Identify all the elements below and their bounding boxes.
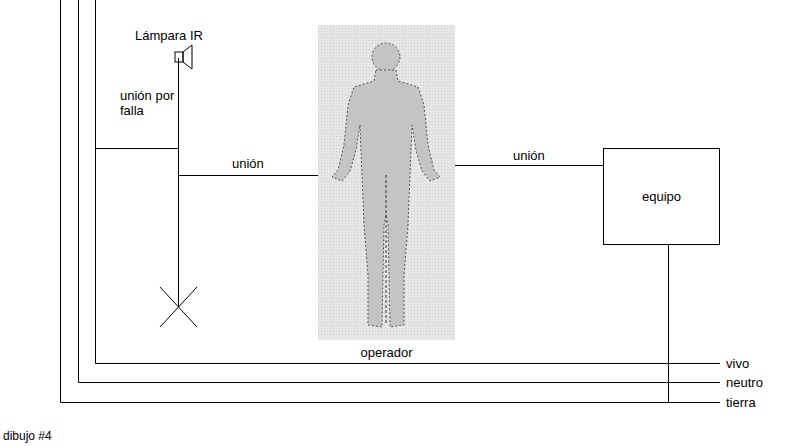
fault-bond xyxy=(96,148,179,149)
equipment-box: equipo xyxy=(603,148,720,245)
lamp-label: Lámpara IR xyxy=(135,28,203,43)
lamp-symbol xyxy=(183,45,192,69)
lamp-base xyxy=(160,287,197,327)
bond-connector xyxy=(455,165,603,166)
equipment-ground xyxy=(668,245,669,403)
fault-bond-label: unión por falla xyxy=(120,88,176,118)
tierra-wire xyxy=(61,0,721,403)
node-label: equipo xyxy=(642,189,681,204)
lamp-stem xyxy=(178,58,179,68)
bond-label: unión xyxy=(232,156,264,171)
vivo-wire xyxy=(96,0,721,364)
caption: dibujo #4 xyxy=(3,429,52,444)
node-label: operador xyxy=(318,345,455,360)
bond-label: unión xyxy=(513,148,545,163)
person-illustration xyxy=(318,25,455,340)
line-name: neutro xyxy=(726,375,763,390)
lamp-pole xyxy=(178,68,179,307)
line-name: vivo xyxy=(726,356,749,371)
lamp-symbol xyxy=(175,52,183,62)
neutro-wire xyxy=(79,0,721,383)
operator-figure: operador xyxy=(318,25,455,365)
lamp-base xyxy=(160,287,197,327)
operator-bond xyxy=(179,175,331,176)
line-name: tierra xyxy=(726,395,756,410)
